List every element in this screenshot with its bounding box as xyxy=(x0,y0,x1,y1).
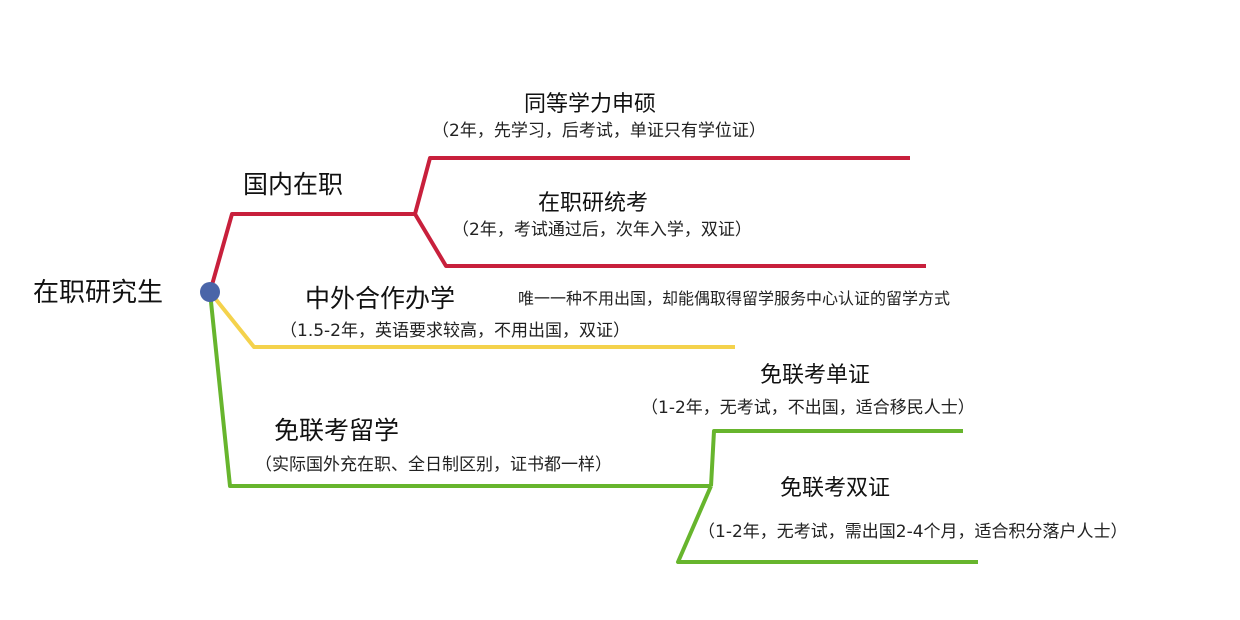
branch-double-cert-line xyxy=(676,485,978,564)
single-cert-detail: （1-2年，无考试，不出国，适合移民人士） xyxy=(641,398,975,418)
joint-detail: （1.5-2年，英语要求较高，不用出国，双证） xyxy=(280,321,630,341)
abroad-label: 免联考留学 xyxy=(274,416,400,445)
branch-unified-exam-line xyxy=(413,212,926,268)
unified-exam-detail: （2年，考试通过后，次年入学，双证） xyxy=(452,220,752,240)
branch-joint-line xyxy=(208,290,735,349)
joint-note: 唯一一种不用出国，却能偶取得留学服务中心认证的留学方式 xyxy=(518,289,951,308)
equal-degree-label: 同等学力申硕 xyxy=(524,92,657,117)
equal-degree-detail: （2年，先学习，后考试，单证只有学位证） xyxy=(432,121,766,141)
double-cert-detail: （1-2年，无考试，需出国2-4个月，适合积分落户人士） xyxy=(698,522,1128,542)
double-cert-label: 免联考双证 xyxy=(780,476,891,501)
joint-label: 中外合作办学 xyxy=(305,284,456,313)
domestic-label: 国内在职 xyxy=(243,170,344,199)
single-cert-label: 免联考单证 xyxy=(760,363,871,388)
branch-equal-degree-line xyxy=(413,156,910,215)
unified-exam-label: 在职研统考 xyxy=(538,191,649,216)
root-node-dot xyxy=(200,282,220,302)
branch-abroad-line xyxy=(208,291,711,488)
branch-single-cert-line xyxy=(709,429,963,487)
branch-domestic-line xyxy=(208,212,415,293)
abroad-detail: （实际国外充在职、全日制区别，证书都一样） xyxy=(255,455,612,475)
root-label: 在职研究生 xyxy=(33,278,164,308)
